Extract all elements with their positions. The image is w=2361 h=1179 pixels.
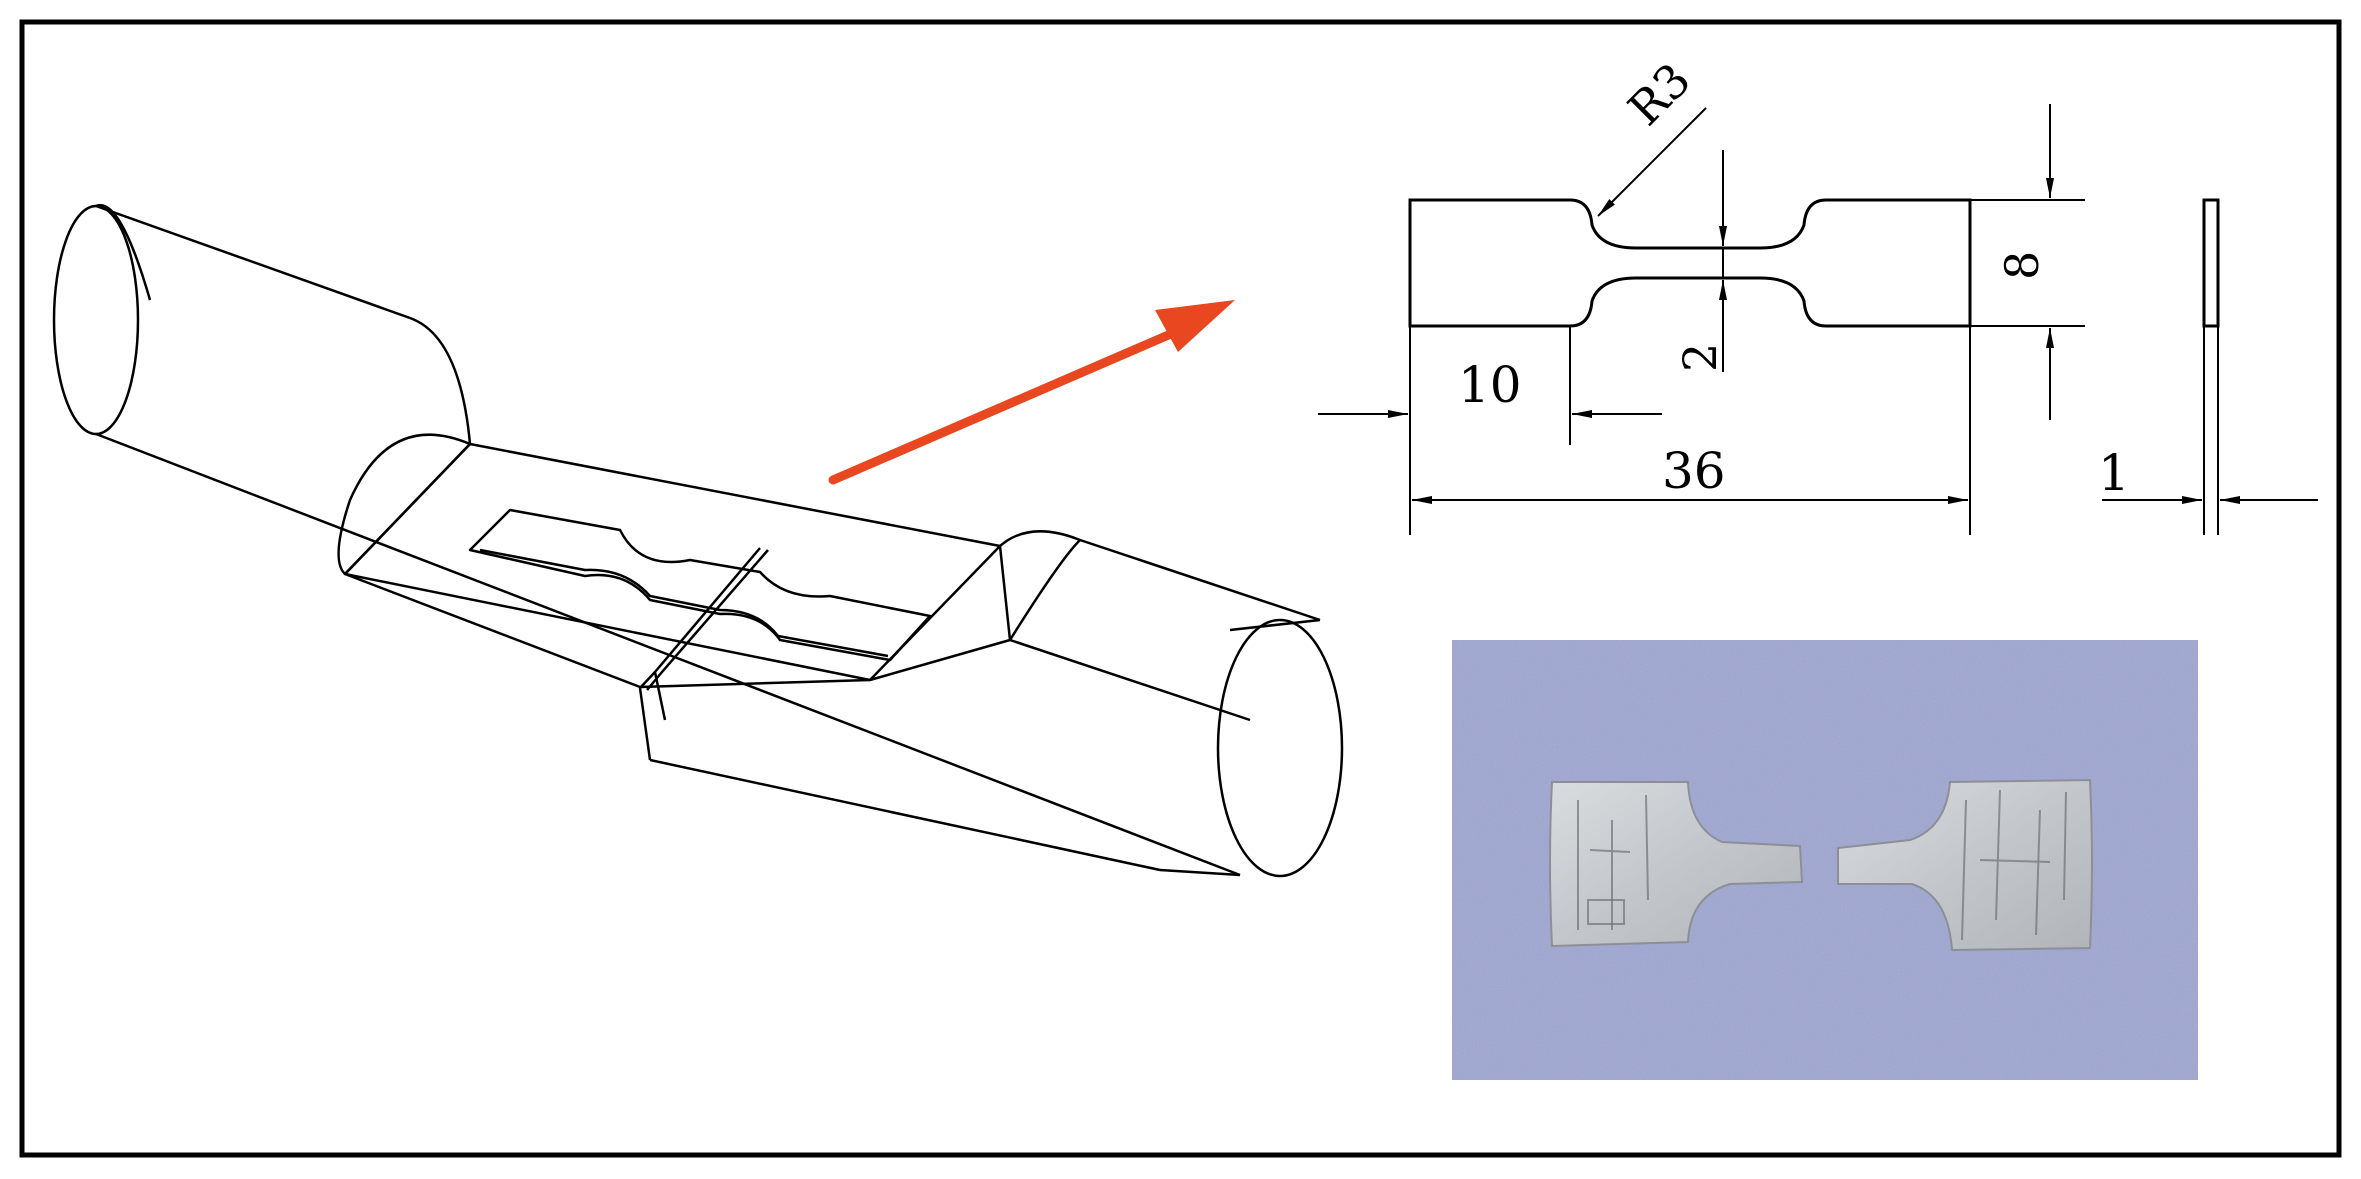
left-step-arc (344, 316, 472, 575)
gauge-width-label: 2 (1673, 343, 1727, 372)
left-cylinder-top-edge (95, 203, 152, 301)
specimen-side-view (2202, 198, 2220, 328)
grip-length-label: 10 (1458, 356, 1522, 414)
radius-leader (1597, 107, 1707, 217)
arrow-right-icon (828, 300, 1235, 485)
total-length-label: 36 (1662, 442, 1726, 500)
specimen-photo (1452, 640, 2198, 1080)
cylinder-bottom-edge (95, 432, 1241, 877)
specimen-left-half (1549, 781, 1804, 948)
grip-width-label: 8 (1995, 251, 2049, 280)
specimen-pocket (468, 508, 932, 662)
right-cylinder-block (999, 530, 1321, 622)
fixture-3d-drawing (52, 203, 1344, 878)
specimen-dimension-drawing: R3 2 8 10 36 1 (1318, 52, 2318, 535)
thickness-label: 1 (2098, 444, 2130, 502)
right-cylinder-end-cap (1216, 618, 1344, 878)
